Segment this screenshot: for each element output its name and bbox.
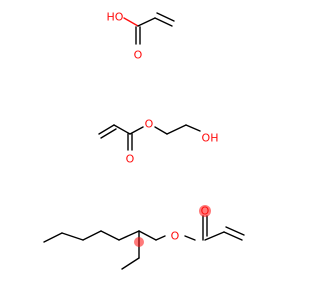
carbonyl-oxygen-label: O	[201, 205, 210, 218]
bond-carbonyl-ester-o	[129, 126, 144, 135]
stereocenter-highlight	[134, 237, 144, 247]
molecule-3: O O	[43, 205, 245, 270]
bond-ethyl-2	[121, 257, 140, 270]
bond-hexyl-4	[100, 230, 120, 241]
bond-oh-c	[123, 17, 139, 27]
molecule-2: O O OH	[98, 118, 219, 166]
ester-oxygen-label: O	[171, 230, 180, 243]
bond-vinyl-double-a	[98, 124, 115, 135]
bond-carbonyl-vinyl	[204, 231, 225, 241]
bond-c1-c2	[137, 17, 156, 27]
bond-vinyl-double-b	[100, 128, 117, 139]
bond-hexyl-2	[61, 232, 84, 241]
bond-o-carbonyl	[184, 235, 196, 241]
bond-ch2-ch2	[166, 124, 187, 135]
bond-branch-ch	[118, 230, 140, 241]
bond-vinyl-double-a	[223, 231, 243, 241]
bond-vinyl-double-b	[225, 226, 245, 236]
hydroxyl-label: OH	[202, 132, 219, 145]
bond-ch-ch2o	[138, 230, 157, 241]
structure-canvas: HO O O O OH O O	[43, 11, 245, 270]
hydroxyl-label: HO	[107, 11, 124, 24]
bond-c2-c3-b	[156, 12, 175, 22]
bond-ester-o-ch2	[154, 126, 168, 135]
molecule-1: HO O	[107, 11, 175, 62]
bond-ch2-oh	[185, 124, 201, 132]
bond-vinyl-carbonyl	[113, 124, 131, 135]
bond-hexyl-1	[43, 232, 63, 243]
carbonyl-oxygen-highlight	[199, 205, 211, 217]
carbonyl-oxygen-label: O	[134, 49, 143, 62]
bond-ch2o-o	[155, 235, 166, 241]
ester-oxygen-label: O	[145, 118, 154, 131]
bond-c2-c3-a	[154, 17, 173, 27]
bond-hexyl-3	[82, 230, 102, 241]
carbonyl-oxygen-label: O	[126, 153, 135, 166]
